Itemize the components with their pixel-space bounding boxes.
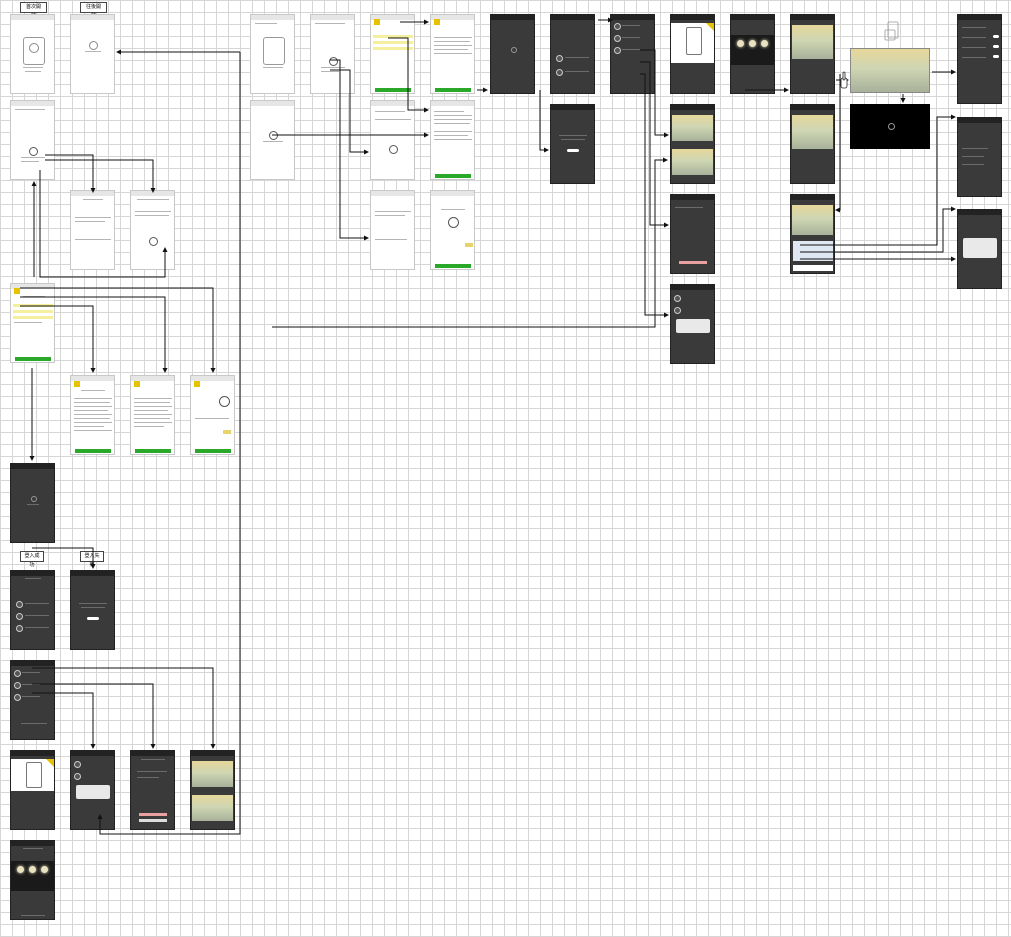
screen-landscape-loading bbox=[850, 104, 930, 149]
screen-login-failed-dialog bbox=[70, 570, 115, 650]
hand-cursor-icon bbox=[840, 71, 848, 89]
screen-add-camera-2 bbox=[730, 14, 775, 94]
screen-camera-list-2 bbox=[550, 14, 595, 94]
screen-login-form bbox=[10, 100, 55, 180]
screen-live-view-2 bbox=[790, 104, 835, 184]
screen-failed-dialog-2 bbox=[550, 104, 595, 184]
screen-camera-settings bbox=[957, 14, 1002, 104]
screen-camera-list bbox=[10, 570, 55, 650]
screen-alert-popup bbox=[70, 750, 115, 830]
screen-legal-terms-2 bbox=[130, 375, 175, 455]
screen-account-settings bbox=[130, 750, 175, 830]
screen-alert-popup-2 bbox=[670, 284, 715, 364]
screen-loading-2 bbox=[490, 14, 535, 94]
screen-camera-menu bbox=[10, 660, 55, 740]
screen-device-info-2 bbox=[670, 14, 715, 94]
screen-create-account bbox=[370, 100, 415, 180]
screen-loading bbox=[10, 463, 55, 543]
screen-event-list-2 bbox=[670, 104, 715, 184]
screen-confirm-dialog bbox=[957, 209, 1002, 289]
screen-terms-checklist bbox=[430, 100, 475, 180]
screen-register-form bbox=[310, 14, 355, 94]
screen-network-select-2 bbox=[430, 190, 475, 270]
label-login-success: 登入成功 bbox=[20, 551, 44, 568]
screen-camera-menu-2 bbox=[610, 14, 655, 94]
screen-legal-terms-1 bbox=[70, 375, 115, 455]
screen-forgot-password bbox=[70, 190, 115, 270]
screen-landscape-live bbox=[850, 48, 930, 93]
screen-live-view-sheet bbox=[790, 194, 835, 274]
screen-email-verify bbox=[250, 100, 295, 180]
screen-legal-info bbox=[430, 14, 475, 94]
screen-event-list bbox=[190, 750, 235, 830]
rotate-device-icon bbox=[884, 21, 899, 41]
screen-add-camera bbox=[10, 840, 55, 920]
screen-account-created bbox=[370, 190, 415, 270]
screen-first-launch-device bbox=[10, 14, 55, 94]
screen-device-info bbox=[10, 750, 55, 830]
screen-later-launch bbox=[70, 14, 115, 94]
screen-live-view bbox=[790, 14, 835, 94]
screen-legal-list bbox=[10, 283, 55, 363]
screen-registration bbox=[250, 14, 295, 94]
screen-select-network bbox=[190, 375, 235, 455]
screen-settings-detail bbox=[957, 117, 1002, 197]
screen-settings-sheet bbox=[670, 194, 715, 274]
